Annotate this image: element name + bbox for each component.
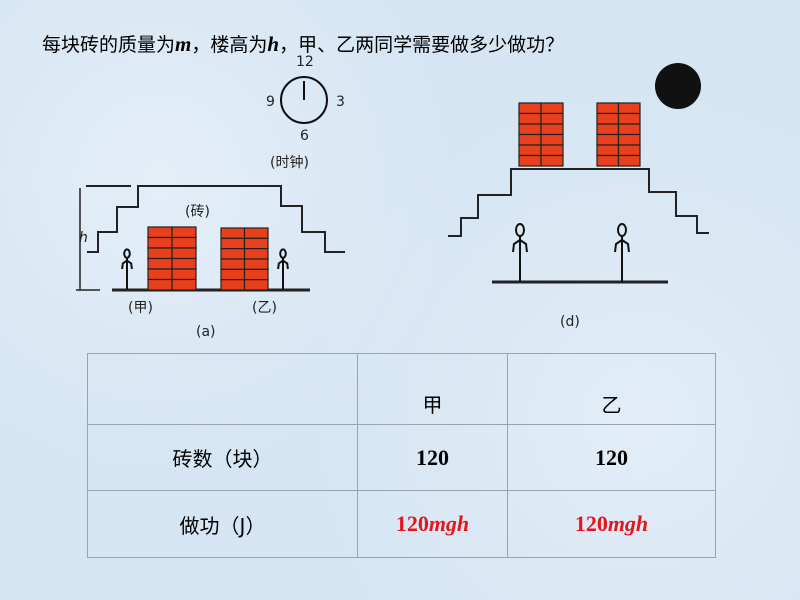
brick [617,133,641,146]
work-jia: 120mgh [357,490,508,558]
clock-icon [280,76,328,124]
clock-number-6: 6 [300,128,309,144]
brick [617,154,641,167]
brick [220,268,246,281]
brick [243,258,269,270]
brick [243,279,269,291]
question-text: 每块砖的质量为m，楼高为h，甲、乙两同学需要做多少做功？ [42,32,565,56]
brick [147,268,173,281]
brick-stack [147,226,197,291]
table-header-row: 甲 乙 [87,353,716,425]
brick [171,278,197,291]
brick [171,257,197,270]
person-jia-label: (甲) [128,300,153,316]
person-yi-label: (乙) [252,300,277,316]
brick [171,236,197,249]
brick [171,247,197,260]
clock-number-12: 12 [296,54,314,70]
staircase-a [76,185,345,292]
table-row: 做功（J） 120mgh 120mgh [87,490,716,558]
brick [540,102,564,115]
brick [596,144,620,157]
brick [617,144,641,157]
brick [243,237,269,250]
brick [243,227,269,239]
bricks-yi: 120 [507,424,716,491]
person-figure [512,223,528,282]
work-table: 甲 乙 砖数（块） 120 120 做功（J） 120mgh 120mgh [87,353,716,558]
brick [596,123,620,136]
person-figure [121,248,133,290]
figure-d-caption: (d) [560,314,580,330]
header-yi: 乙 [507,353,716,425]
person-figure [277,248,289,290]
work-yi: 120mgh [507,490,716,558]
brick [596,102,620,115]
brick [540,133,564,146]
brick [540,154,564,167]
brick [220,258,246,270]
brick [596,112,620,125]
height-label: h [79,230,88,246]
bricks-jia: 120 [357,424,508,491]
brick [220,227,246,239]
staircase-d [448,168,709,284]
brick [540,123,564,136]
brick [540,112,564,125]
brick [220,248,246,260]
brick [171,226,197,239]
brick-stack [596,102,641,167]
brick [243,248,269,260]
brick [617,112,641,125]
brick [243,268,269,281]
brick [147,247,173,260]
person-figure [614,223,630,282]
brick [147,278,173,291]
brick [617,123,641,136]
table-row: 砖数（块） 120 120 [87,424,716,491]
header-jia: 甲 [357,353,508,425]
brick-label: (砖) [185,204,210,220]
brick [518,154,542,167]
row-label-work: 做功（J） [87,490,358,558]
clock-number-9: 9 [266,94,275,110]
brick [518,112,542,125]
brick [220,279,246,291]
brick [518,123,542,136]
brick [596,133,620,146]
brick-stack [220,227,269,291]
brick [518,144,542,157]
moon-icon [655,63,701,109]
brick [147,226,173,239]
brick [596,154,620,167]
brick-stack [518,102,564,167]
brick [617,102,641,115]
brick [147,236,173,249]
brick [518,133,542,146]
brick [171,268,197,281]
brick [147,257,173,270]
brick [220,237,246,250]
header-empty [87,353,358,425]
clock-label: (时钟) [270,154,309,171]
clock-number-3: 3 [336,94,345,110]
row-label-bricks: 砖数（块） [87,424,358,491]
figure-a-caption: (a) [196,324,216,340]
brick [518,102,542,115]
illustrations: 12 3 6 9 (时钟) (砖) h (甲) (乙) (a) (d) [76,54,709,340]
brick [540,144,564,157]
